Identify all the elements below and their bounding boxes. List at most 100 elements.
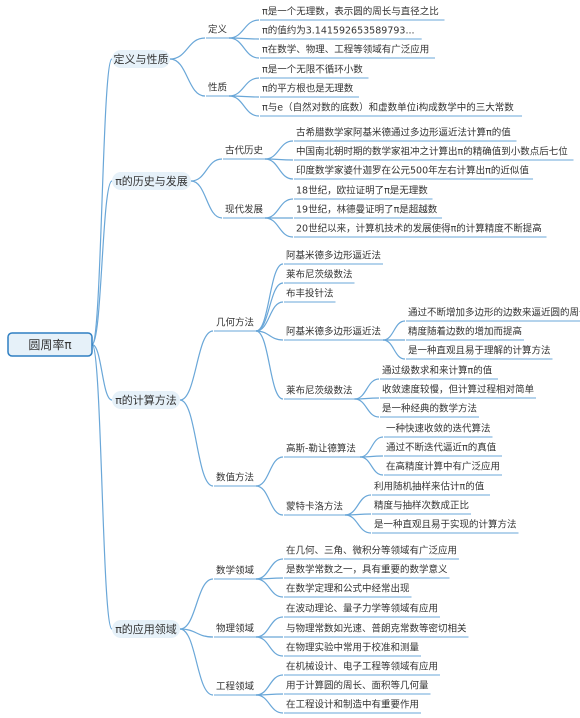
- connector-line: [264, 158, 294, 180]
- subtopic-label: 几何方法: [216, 317, 254, 329]
- connector-line: [190, 158, 223, 182]
- leaf-label: 19世纪，林德曼证明了π是超越数: [296, 204, 438, 216]
- connector-line: [179, 628, 214, 638]
- leaf-label: π的平方根也是无理数: [262, 83, 354, 95]
- leaf-label: 印度数学家婆什迦罗在公元500年左右计算出π的近似值: [296, 165, 529, 177]
- root-node[interactable]: [7, 332, 93, 357]
- connector-line: [179, 628, 214, 696]
- connector-line: [169, 58, 206, 97]
- leaf-label: 阿基米德多边形逼近法: [286, 250, 381, 262]
- connector-line: [228, 19, 260, 39]
- connector-line: [255, 694, 284, 714]
- detail-label: 一种快速收敛的迭代算法: [386, 423, 491, 435]
- leaf-label: 在几何、三角、微积分等领域有广泛应用: [286, 545, 457, 557]
- connector-line: [359, 436, 384, 458]
- branch-label: π的历史与发展: [115, 174, 188, 188]
- leaf-label: 在工程设计和制造中有重要作用: [286, 699, 419, 711]
- connector-line: [255, 456, 284, 487]
- connector-line: [255, 485, 284, 516]
- connector-line: [255, 330, 284, 341]
- connector-line: [255, 578, 284, 598]
- connector-line: [179, 399, 214, 487]
- branch-label: 定义与性质: [114, 52, 169, 66]
- leaf-label: π的值约为3.141592653589793...: [262, 25, 415, 37]
- leaf-label: 布丰投针法: [286, 288, 334, 300]
- detail-label: 精度与抽样次数成正比: [374, 500, 469, 512]
- connector-line: [382, 320, 406, 341]
- branch-label: π的计算方法: [115, 393, 177, 407]
- connector-line: [255, 616, 284, 638]
- connector-line: [344, 494, 372, 516]
- connector-line: [354, 398, 380, 418]
- connector-line: [91, 343, 113, 630]
- subtopic-label: 性质: [208, 82, 228, 94]
- root-label: 圆周率π: [28, 337, 71, 352]
- connector-line: [179, 330, 214, 401]
- leaf-label: 18世纪，欧拉证明了π是无理数: [296, 185, 428, 197]
- leaf-label: 在波动理论、量子力学等领域有应用: [286, 603, 438, 615]
- mind-map-nodes: 圆周率π 定义与性质 定义 π是一个无理数，表示圆的周长与直径之比 π的值约为3.141…: [7, 6, 580, 714]
- connector-line: [91, 58, 113, 346]
- subtopic-label: 古代历史: [225, 145, 264, 157]
- leaf-label: 古希腊数学家阿基米德通过多边形逼近法计算π的值: [296, 127, 511, 139]
- connector-line: [228, 95, 260, 117]
- detail-label: 通过级数求和来计算π的值: [382, 365, 493, 377]
- connector-line: [264, 217, 294, 238]
- subtopic-label: 数值方法: [216, 472, 254, 484]
- detail-label: 是一种直观且易于实现的计算方法: [374, 519, 517, 531]
- subtopic-label: 定义: [208, 24, 228, 36]
- connector-line: [190, 180, 223, 219]
- detail-label: 是一种经典的数学方法: [382, 403, 477, 415]
- leaf-label: 高斯-勒让德算法: [286, 443, 356, 455]
- connector-line: [91, 180, 113, 346]
- branch-node[interactable]: [112, 391, 180, 409]
- leaf-label: 在物理实验中常用于校准和测量: [286, 642, 420, 654]
- connector-lines: [91, 19, 406, 714]
- leaf-label: 莱布尼茨级数法: [286, 269, 353, 281]
- connector-line: [264, 140, 294, 160]
- connector-line: [264, 198, 294, 219]
- connector-line: [91, 343, 113, 401]
- connector-line: [255, 636, 284, 657]
- connector-line: [179, 578, 214, 630]
- branch-label: π的应用领域: [115, 622, 177, 636]
- connector-line: [255, 282, 284, 332]
- branch-node[interactable]: [112, 172, 191, 190]
- detail-label: 是一种直观且易于理解的计算方法: [408, 345, 551, 357]
- leaf-label: 在数学定理和公式中经常出现: [286, 583, 410, 595]
- branch-node[interactable]: [112, 50, 170, 68]
- leaf-label: π在数学、物理、工程等领域有广泛应用: [262, 44, 429, 56]
- subtopic-label: 物理领域: [216, 623, 255, 635]
- connector-line: [354, 378, 380, 400]
- subtopic-label: 工程领域: [216, 681, 255, 693]
- leaf-label: 20世纪以来，计算机技术的发展使得π的计算精度不断提高: [296, 223, 542, 235]
- leaf-label: 阿基米德多边形逼近法: [286, 326, 381, 338]
- branch-node[interactable]: [112, 620, 180, 638]
- leaf-label: 在机械设计、电子工程等领域有应用: [286, 661, 438, 673]
- connector-line: [228, 37, 260, 59]
- connector-line: [255, 263, 284, 332]
- detail-label: 利用随机抽样来估计π的值: [374, 481, 485, 493]
- connector-line: [359, 456, 384, 476]
- detail-label: 在高精度计算中有广泛应用: [386, 461, 500, 473]
- connector-line: [255, 558, 284, 580]
- connector-line: [255, 674, 284, 696]
- detail-label: 通过不断迭代逼近π的真值: [386, 442, 497, 454]
- subtopic-label: 现代发展: [225, 204, 264, 216]
- leaf-label: 与物理常数如光速、普朗克常数等密切相关: [286, 623, 467, 635]
- detail-label: 精度随着边数的增加而提高: [408, 326, 522, 338]
- leaf-label: π是一个无限不循环小数: [262, 64, 363, 76]
- leaf-label: π是一个无理数，表示圆的周长与直径之比: [262, 6, 439, 18]
- leaf-label: 蒙特卡洛方法: [286, 501, 343, 513]
- leaf-label: 用于计算圆的周长、面积等几何量: [286, 680, 429, 692]
- subtopic-label: 数学领域: [216, 565, 255, 577]
- connector-line: [255, 330, 284, 400]
- connector-line: [169, 37, 206, 60]
- leaf-label: 中国南北朝时期的数学家祖冲之计算出π的精确值到小数点后七位: [296, 146, 568, 158]
- connector-line: [255, 301, 284, 332]
- detail-label: 通过不断增加多边形的边数来逼近圆的周长: [408, 307, 580, 319]
- connector-line: [228, 77, 260, 97]
- connector-line: [344, 514, 372, 534]
- connector-line: [382, 339, 406, 360]
